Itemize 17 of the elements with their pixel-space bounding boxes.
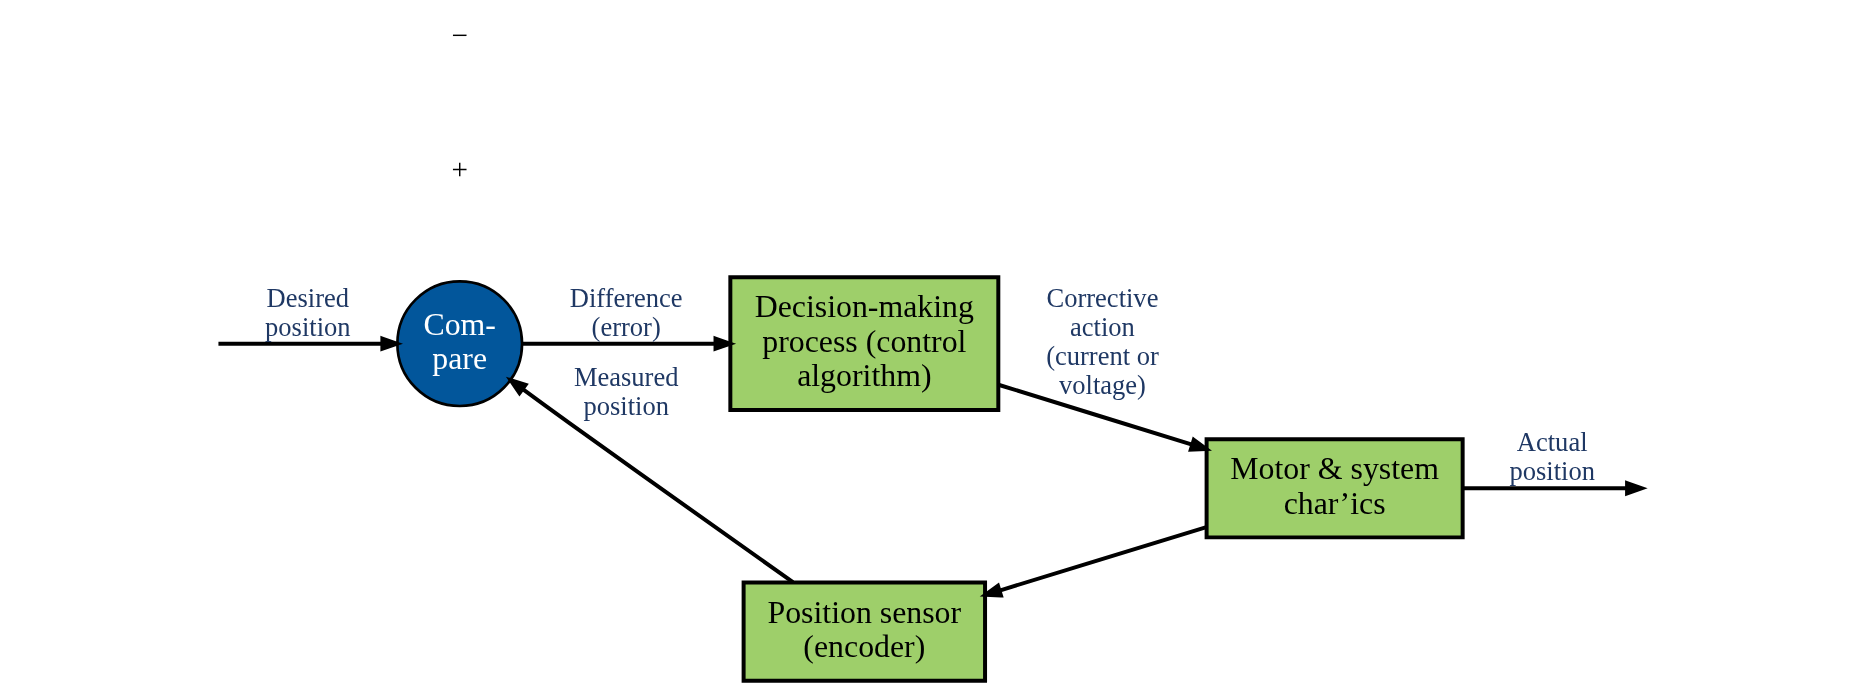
arrow: [217, 335, 403, 352]
arrow: [1462, 480, 1648, 497]
arrow: [505, 376, 794, 584]
arrow: [997, 382, 1212, 452]
edge-label: Difference (error): [569, 282, 683, 342]
edge-label: Measured position: [573, 362, 678, 422]
edge-label: Corrective action (current or voltage): [1045, 282, 1159, 401]
label: +: [450, 152, 468, 185]
arrow: [521, 335, 736, 352]
label: −: [450, 18, 468, 51]
arrow: [979, 525, 1207, 598]
node-box: Decision-making process (control algorithm): [727, 275, 1000, 412]
node-box: Position sensor (encoder): [741, 580, 987, 683]
node-box: Motor & system char’ics: [1204, 437, 1465, 540]
node-circle: Com- pare: [395, 280, 523, 408]
edge-label: Actual position: [1508, 427, 1595, 487]
edge-label: Desired position: [264, 282, 351, 342]
